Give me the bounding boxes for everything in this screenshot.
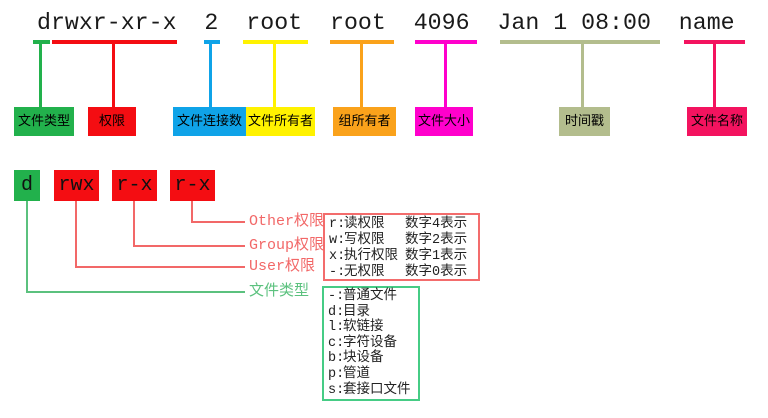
type-desc: 块设备 (343, 351, 384, 367)
perm-key: -: (329, 265, 346, 280)
legend-row: p: 管道 (328, 367, 418, 383)
group-perm-line (133, 201, 135, 247)
file-type-line (26, 291, 245, 293)
user-perm-line (75, 266, 245, 268)
size-underline (415, 40, 477, 44)
legend-row: -: 普通文件 (328, 289, 418, 305)
type-key: d: (328, 304, 345, 320)
group-perm-line (133, 245, 245, 247)
perm-key: x: (329, 249, 346, 264)
timestamp-underline (500, 40, 660, 44)
type-key: b: (328, 351, 345, 367)
perm-desc: 执行权限 (344, 249, 398, 264)
perm-number: 数字1表示 (405, 249, 468, 264)
type-key: -: (328, 289, 345, 304)
legend-row: d: 目录 (328, 305, 418, 321)
other-perm-line (191, 201, 193, 223)
link-count-underline (204, 40, 220, 44)
type-key: s: (328, 382, 345, 398)
perm-number: 数字0表示 (405, 265, 468, 280)
legend-row: -: 无权限 数字0表示 (329, 265, 478, 281)
perm-desc: 写权限 (344, 233, 385, 248)
file-type-bottom-label: 文件类型 (249, 283, 310, 300)
owner-connector (273, 44, 276, 107)
filename-underline (684, 40, 745, 44)
segment-file-type: d (14, 170, 40, 201)
size-connector (444, 44, 447, 107)
file-type-underline (33, 40, 50, 44)
filename-connector (713, 44, 716, 107)
perm-key: r: (329, 217, 346, 232)
group-perm-label: Group权限 (249, 237, 325, 254)
timestamp-connector (581, 44, 584, 107)
segment-group-perm: r-x (112, 170, 157, 201)
other-perm-line (191, 221, 245, 223)
type-desc: 普通文件 (343, 289, 397, 304)
perm-number: 数字4表示 (405, 217, 468, 232)
size-label: 文件大小 (415, 107, 473, 136)
type-desc: 目录 (343, 304, 370, 320)
ls-output-text: drwxr-xr-x 2 root root 4096 Jan 1 08:00 … (37, 10, 735, 36)
type-key: p: (328, 366, 345, 382)
type-key: l: (328, 320, 345, 336)
legend-row: l: 软链接 (328, 320, 418, 336)
other-perm-label: Other权限 (249, 213, 325, 230)
type-key: c: (328, 335, 345, 351)
permission-legend-box: r: 读权限 数字4表示 w: 写权限 数字2表示 x: 执行权限 数字1表示 … (323, 213, 480, 281)
type-desc: 软链接 (343, 320, 384, 336)
link-count-connector (209, 44, 212, 107)
permissions-underline (52, 40, 177, 44)
user-perm-label: User权限 (249, 258, 316, 275)
perm-desc: 读权限 (344, 217, 385, 232)
file-type-connector (39, 44, 42, 107)
file-type-line (26, 201, 28, 293)
perm-key: w: (329, 233, 346, 248)
permissions-connector (112, 44, 115, 107)
filename-label: 文件名称 (687, 107, 747, 136)
file-type-legend-box: -: 普通文件 d: 目录 l: 软链接 c: 字符设备 b: 块设备 p: 管… (322, 286, 420, 401)
type-desc: 套接口文件 (343, 382, 411, 398)
perm-number: 数字2表示 (405, 233, 468, 248)
owner-underline (243, 40, 308, 44)
group-label: 组所有者 (333, 107, 396, 136)
user-perm-line (75, 201, 77, 268)
legend-row: s: 套接口文件 (328, 383, 418, 399)
perm-desc: 无权限 (344, 265, 385, 280)
type-desc: 字符设备 (343, 335, 397, 351)
link-count-label: 文件连接数 (173, 107, 246, 136)
owner-label: 文件所有者 (246, 107, 315, 136)
segment-other-perm: r-x (170, 170, 215, 201)
permissions-label: 权限 (88, 107, 136, 136)
legend-row: w: 写权限 数字2表示 (329, 233, 478, 249)
legend-row: r: 读权限 数字4表示 (329, 217, 478, 233)
legend-row: c: 字符设备 (328, 336, 418, 352)
group-connector (360, 44, 363, 107)
file-type-label: 文件类型 (14, 107, 74, 136)
segment-user-perm: rwx (54, 170, 99, 201)
legend-row: b: 块设备 (328, 351, 418, 367)
timestamp-label: 时间戳 (559, 107, 610, 136)
legend-row: x: 执行权限 数字1表示 (329, 249, 478, 265)
type-desc: 管道 (343, 366, 370, 382)
group-underline (330, 40, 394, 44)
